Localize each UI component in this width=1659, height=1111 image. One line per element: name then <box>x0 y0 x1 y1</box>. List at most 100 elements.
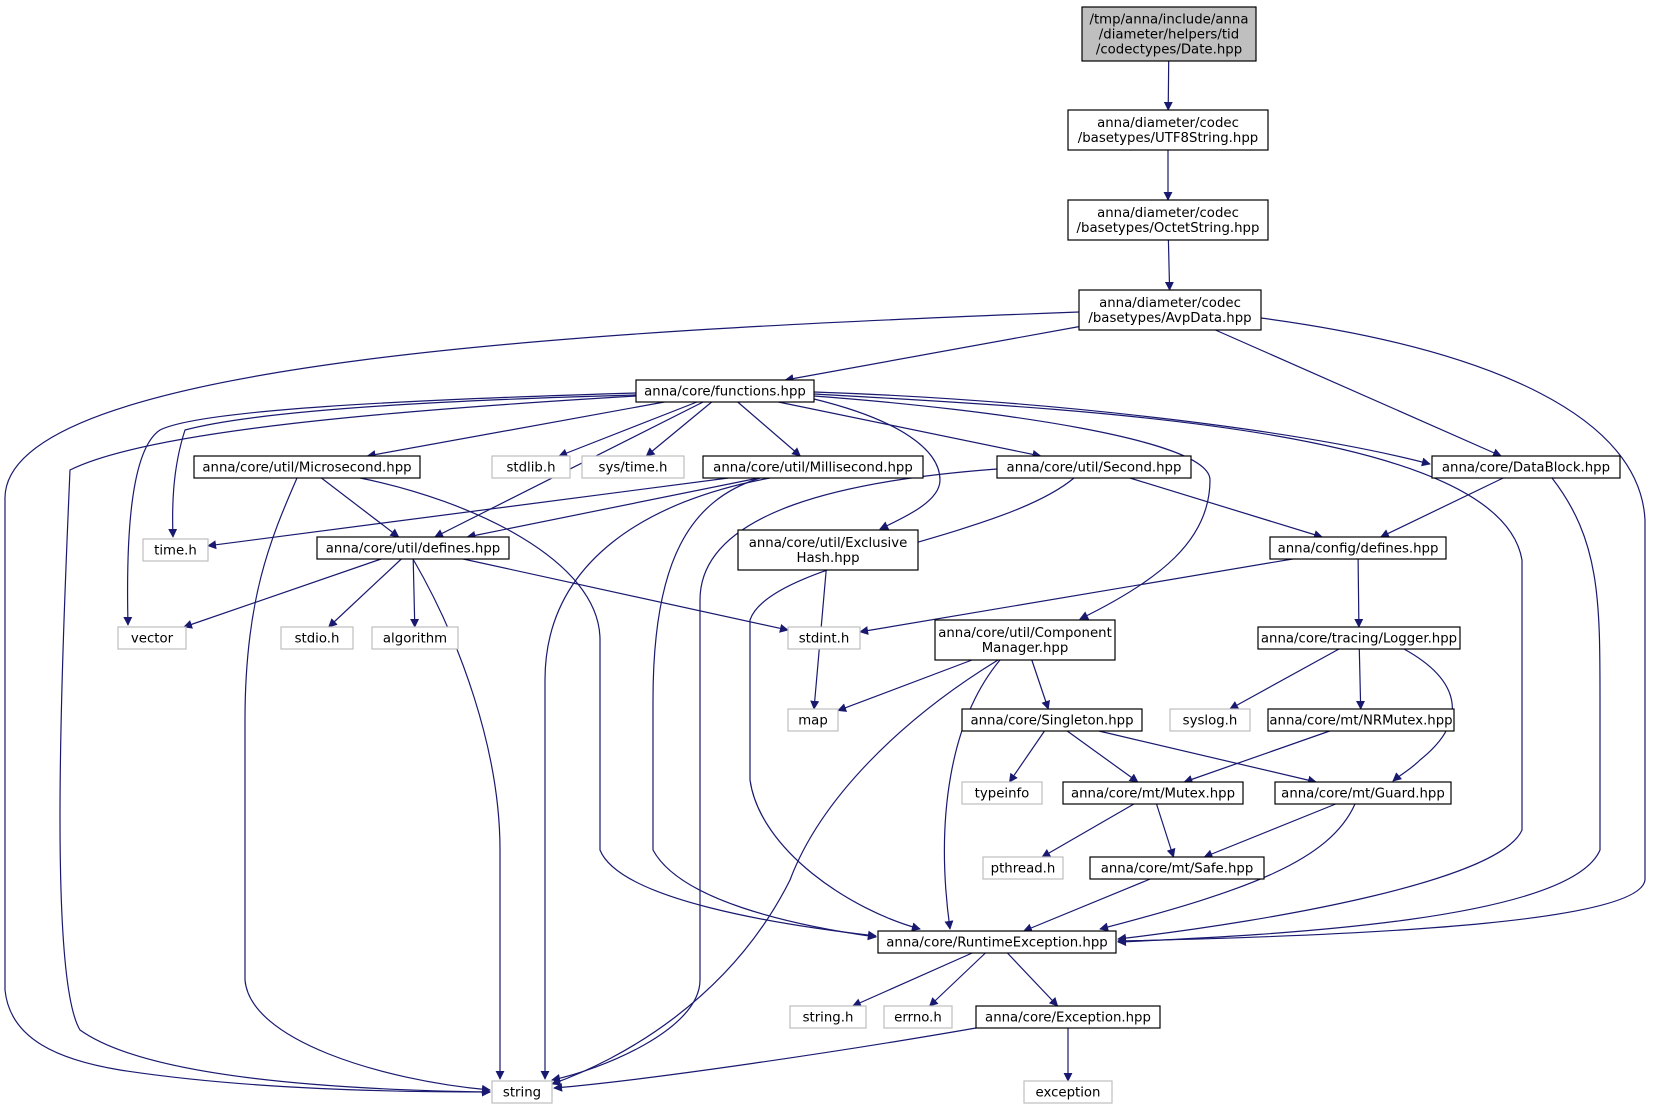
node-exception_hpp[interactable]: anna/core/Exception.hpp <box>975 1005 1161 1029</box>
edge-avp-to-string <box>4 311 1080 1097</box>
edge-nrmutex-to-mutex <box>1183 730 1330 784</box>
node-stdint: stdint.h <box>787 626 861 650</box>
node-octet[interactable]: anna/diameter/codec/basetypes/OctetStrin… <box>1067 199 1269 241</box>
node-box <box>635 379 815 403</box>
node-typeinfo: typeinfo <box>961 781 1043 805</box>
node-label: /basetypes/AvpData.hpp <box>1088 311 1251 326</box>
node-label: syslog.h <box>1183 714 1238 729</box>
node-avp[interactable]: anna/diameter/codec/basetypes/AvpData.hp… <box>1078 289 1262 331</box>
edge-functions-to-exclusive <box>813 398 941 530</box>
edge-milli-to-timeh <box>207 477 729 550</box>
edge-micro-to-string <box>244 477 491 1094</box>
node-nrmutex[interactable]: anna/core/mt/NRMutex.hpp <box>1267 708 1455 732</box>
node-algorithm: algorithm <box>371 626 459 650</box>
node-logger[interactable]: anna/core/tracing/Logger.hpp <box>1257 626 1461 650</box>
edge-functions-to-datablock <box>813 391 1431 467</box>
node-root[interactable]: /tmp/anna/include/anna/diameter/helpers/… <box>1081 6 1257 62</box>
node-box <box>737 529 919 571</box>
edge-functions-to-stdlib <box>558 401 698 458</box>
node-label: /diameter/helpers/tid <box>1099 28 1239 43</box>
node-stdio: stdio.h <box>280 626 354 650</box>
node-label: anna/core/tracing/Logger.hpp <box>1261 632 1457 647</box>
node-box <box>1257 626 1461 650</box>
node-box <box>1081 6 1257 62</box>
node-cdefines[interactable]: anna/config/defines.hpp <box>1269 536 1447 560</box>
node-label: anna/config/defines.hpp <box>1278 542 1439 557</box>
node-label: anna/core/mt/NRMutex.hpp <box>1269 714 1452 729</box>
node-udefines[interactable]: anna/core/util/defines.hpp <box>316 536 510 560</box>
edge-second-to-runtime <box>749 477 1075 932</box>
node-safe[interactable]: anna/core/mt/Safe.hpp <box>1089 856 1265 880</box>
node-label: anna/core/mt/Safe.hpp <box>1101 862 1254 877</box>
node-box <box>996 455 1192 479</box>
node-box <box>142 538 209 562</box>
node-label: /basetypes/UTF8String.hpp <box>1078 131 1258 146</box>
node-label: stdio.h <box>295 632 340 647</box>
node-label: vector <box>131 632 174 647</box>
node-box <box>975 1005 1161 1029</box>
node-label: map <box>798 714 828 729</box>
nodes-layer: /tmp/anna/include/anna/diameter/helpers/… <box>117 6 1621 1104</box>
edge-octet-to-avp <box>1164 239 1174 291</box>
node-guard[interactable]: anna/core/mt/Guard.hpp <box>1274 781 1452 805</box>
node-label: anna/core/mt/Mutex.hpp <box>1071 787 1235 802</box>
node-label: anna/core/Exception.hpp <box>985 1011 1151 1026</box>
node-micro[interactable]: anna/core/util/Microsecond.hpp <box>193 455 421 479</box>
edge-safe-to-runtime <box>1022 878 1151 933</box>
node-label: /tmp/anna/include/anna <box>1089 13 1248 28</box>
node-second[interactable]: anna/core/util/Second.hpp <box>996 455 1192 479</box>
node-datablock[interactable]: anna/core/DataBlock.hpp <box>1431 455 1621 479</box>
node-box <box>1067 109 1269 151</box>
edge-avp-to-functions <box>784 326 1080 383</box>
node-exception: exception <box>1023 1080 1113 1104</box>
node-singleton[interactable]: anna/core/Singleton.hpp <box>961 708 1143 732</box>
edge-singleton-to-mutex <box>1066 730 1139 783</box>
node-label: anna/diameter/codec <box>1097 206 1239 221</box>
edge-functions-to-compmgr <box>813 395 1211 620</box>
node-box <box>787 708 839 732</box>
edge-udefines-to-stdint <box>463 558 789 633</box>
node-errno: errno.h <box>883 1005 953 1029</box>
edge-second-to-cdefines <box>1129 477 1323 539</box>
node-box <box>883 1005 953 1029</box>
edge-functions-to-second <box>778 401 1042 459</box>
node-box <box>982 856 1064 880</box>
node-label: anna/diameter/codec <box>1097 116 1239 131</box>
edge-milli-to-runtime <box>652 477 877 941</box>
edge-runtime-to-errno <box>928 952 986 1007</box>
node-box <box>1023 1080 1113 1104</box>
node-box <box>934 619 1116 661</box>
edge-avp-to-datablock <box>1215 329 1502 457</box>
node-string: string <box>491 1080 553 1104</box>
node-functions[interactable]: anna/core/functions.hpp <box>635 379 815 403</box>
node-box <box>877 930 1117 954</box>
edge-singleton-to-guard <box>1098 730 1317 785</box>
node-box <box>1169 708 1251 732</box>
node-box <box>702 455 924 479</box>
edge-compmgr-to-map <box>837 659 973 712</box>
node-label: anna/core/RuntimeException.hpp <box>886 936 1107 951</box>
node-box <box>961 781 1043 805</box>
node-milli[interactable]: anna/core/util/Millisecond.hpp <box>702 455 924 479</box>
node-runtime[interactable]: anna/core/RuntimeException.hpp <box>877 930 1117 954</box>
edges-layer <box>4 60 1646 1097</box>
node-timeh: time.h <box>142 538 209 562</box>
node-label: Manager.hpp <box>982 641 1069 656</box>
node-box <box>491 455 571 479</box>
edge-datablock-to-cdefines <box>1379 477 1504 538</box>
node-label: algorithm <box>383 632 447 647</box>
node-box <box>1269 536 1447 560</box>
edge-mutex-to-pthread <box>1041 803 1135 858</box>
edge-second-to-string <box>551 468 998 1083</box>
edge-functions-to-micro <box>366 401 665 459</box>
node-label: sys/time.h <box>599 461 668 476</box>
node-box <box>787 626 861 650</box>
edge-udefines-to-algorithm <box>410 558 420 628</box>
node-box <box>1078 289 1262 331</box>
node-mutex[interactable]: anna/core/mt/Mutex.hpp <box>1062 781 1244 805</box>
node-utf8[interactable]: anna/diameter/codec/basetypes/UTF8String… <box>1067 109 1269 151</box>
edge-functions-to-systime <box>645 401 713 457</box>
edge-logger-to-syslog <box>1229 648 1340 710</box>
